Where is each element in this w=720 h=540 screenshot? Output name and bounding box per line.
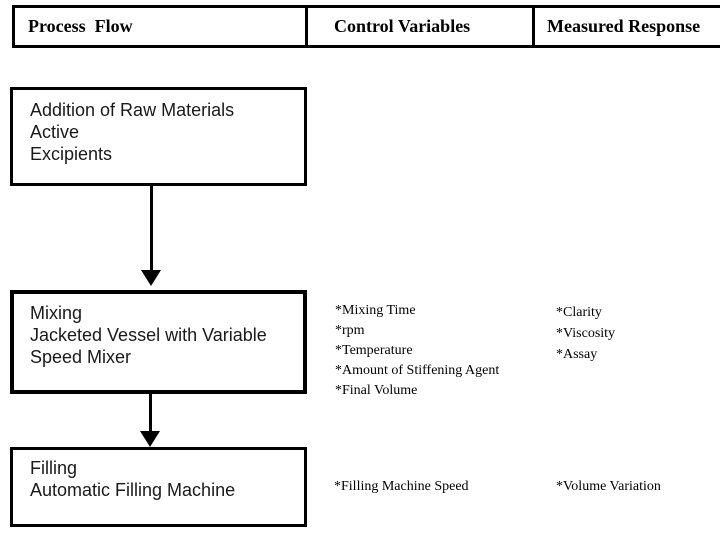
measured-response-item: *Assay [556, 347, 598, 362]
column-header-control-variables: Control Variables [308, 8, 535, 45]
measured-responses-filling: *Volume Variation [556, 479, 661, 495]
column-header-measured-response: Measured Response [535, 8, 720, 45]
column-header-measured-response-label: Measured Response [547, 16, 701, 36]
flow-arrow-2-line [149, 392, 152, 432]
flow-box-mixing-line: Speed Mixer [30, 347, 132, 367]
flow-box-raw-materials-line: Addition of Raw Materials [30, 100, 235, 120]
measured-response-item: *Volume Variation [556, 479, 661, 494]
flow-box-raw-materials: Addition of Raw Materials Active Excipie… [10, 87, 307, 186]
control-variables-mixing: *Mixing Time *rpm *Temperature *Amount o… [335, 301, 499, 401]
flow-box-raw-materials-line: Excipients [30, 144, 113, 164]
flow-arrow-1-line [150, 186, 153, 271]
measured-response-item: *Clarity [556, 305, 602, 320]
control-variable-item: *rpm [335, 323, 365, 338]
flow-arrow-2-arrowhead-icon [140, 431, 160, 447]
control-variable-item: *Amount of Stiffening Agent [335, 363, 500, 378]
measured-response-item: *Viscosity [556, 326, 616, 341]
flow-box-filling: Filling Automatic Filling Machine [10, 447, 307, 527]
column-header-process-flow-label: Process Flow [28, 16, 133, 36]
control-variables-filling: *Filling Machine Speed [334, 479, 469, 495]
control-variable-item: *Temperature [335, 343, 413, 358]
flow-box-raw-materials-line: Active [30, 122, 80, 142]
flow-box-filling-line: Filling [30, 458, 78, 478]
control-variable-item: *Final Volume [335, 383, 418, 398]
column-header-process-flow: Process Flow [15, 8, 308, 45]
flow-box-filling-line: Automatic Filling Machine [30, 480, 236, 500]
control-variable-item: *Mixing Time [335, 303, 416, 318]
flow-arrow-1-arrowhead-icon [141, 270, 161, 286]
flow-box-mixing-line: Mixing [30, 303, 83, 323]
measured-responses-mixing: *Clarity *Viscosity *Assay [556, 302, 615, 365]
table-header: Process Flow Control Variables Measured … [12, 5, 720, 48]
flow-box-mixing-line: Jacketed Vessel with Variable [30, 325, 267, 345]
control-variable-item: *Filling Machine Speed [334, 479, 469, 494]
column-header-control-variables-label: Control Variables [334, 16, 471, 36]
flow-box-mixing: Mixing Jacketed Vessel with Variable Spe… [10, 290, 307, 394]
